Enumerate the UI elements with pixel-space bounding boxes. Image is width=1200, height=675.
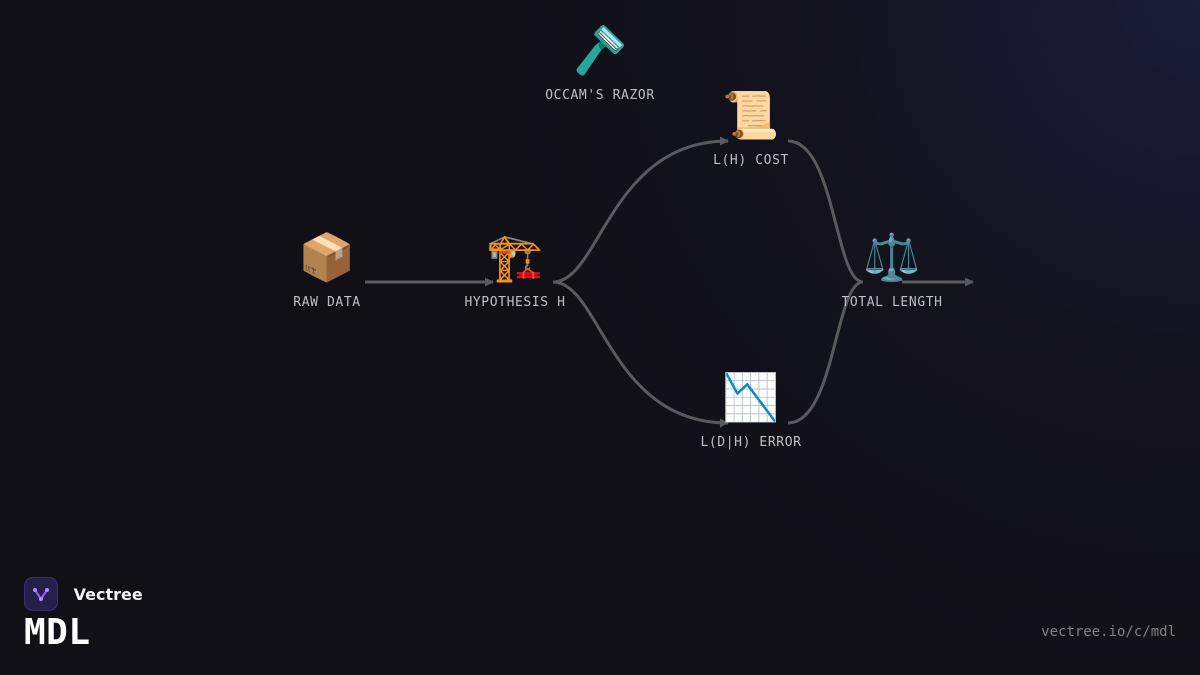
package-icon: 📦 <box>298 230 356 284</box>
scroll-icon: 📜 <box>722 88 780 142</box>
node-label: L(D|H) ERROR <box>700 435 802 450</box>
balance-scale-icon: ⚖️ <box>863 230 921 284</box>
node-label: RAW DATA <box>293 295 361 310</box>
node-occams-razor: 🪒 OCCAM'S RAZOR <box>520 22 680 103</box>
edge-ldh-error-to-total-length <box>787 280 864 425</box>
crane-icon: 🏗️ <box>486 230 544 284</box>
vectree-logo-icon <box>24 577 58 611</box>
node-lh-cost: 📜 L(H) COST <box>671 87 831 168</box>
node-label: L(H) COST <box>713 153 789 168</box>
node-label: HYPOTHESIS H <box>464 295 566 310</box>
brand-name: Vectree <box>73 584 143 604</box>
node-raw-data: 📦 RAW DATA <box>247 229 407 310</box>
edge-lh-cost-to-total-length <box>787 139 864 284</box>
page-url[interactable]: vectree.io/c/mdl <box>1041 624 1176 640</box>
node-label: OCCAM'S RAZOR <box>545 88 655 103</box>
node-hypothesis: 🏗️ HYPOTHESIS H <box>435 229 595 310</box>
node-label: TOTAL LENGTH <box>841 295 943 310</box>
edge-hypothesis-to-ldh-error <box>552 280 729 428</box>
node-total-length: ⚖️ TOTAL LENGTH <box>812 229 972 310</box>
razor-icon: 🪒 <box>571 23 629 77</box>
node-ldh-error: 📉 L(D|H) ERROR <box>671 369 831 450</box>
chart-decreasing-icon: 📉 <box>722 370 780 424</box>
edge-hypothesis-to-lh-cost <box>552 136 729 284</box>
page-title: MDL <box>24 612 91 653</box>
brand: Vectree <box>24 577 143 611</box>
